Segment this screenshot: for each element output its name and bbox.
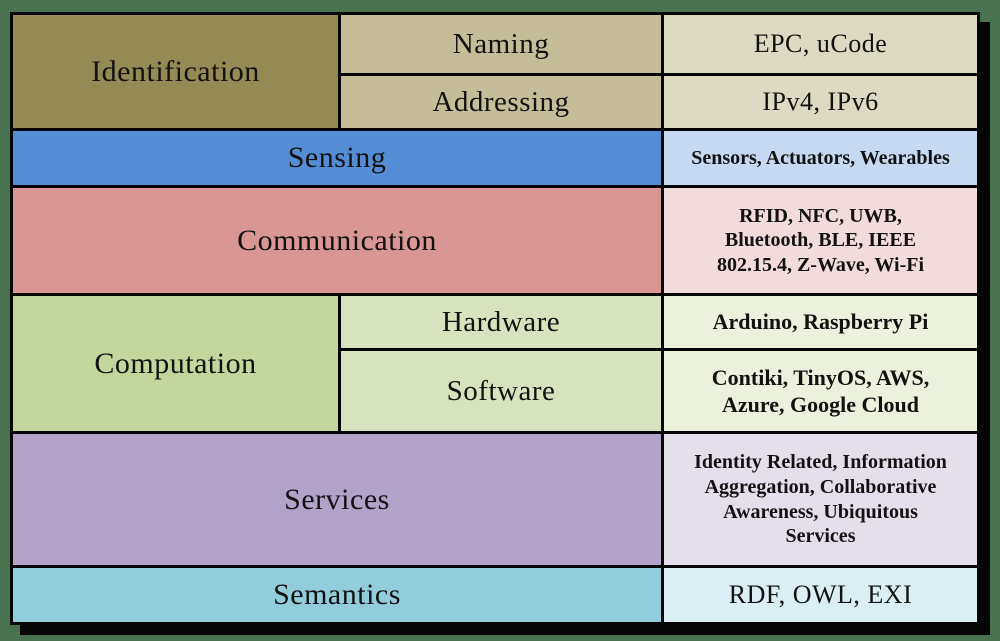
layer-services: Services	[13, 434, 661, 565]
hardware-examples: Arduino, Raspberry Pi	[664, 296, 977, 348]
software-examples: Contiki, TinyOS, AWS, Azure, Google Clou…	[664, 351, 977, 431]
addressing-examples: IPv4, IPv6	[664, 76, 977, 128]
sublayer-addressing: Addressing	[341, 76, 661, 128]
services-examples: Identity Related, Information Aggregatio…	[664, 434, 977, 565]
layers-table: Identification Naming EPC, uCode Address…	[10, 12, 980, 625]
layer-communication: Communication	[13, 188, 661, 293]
layer-identification: Identification	[13, 15, 338, 128]
layer-semantics: Semantics	[13, 568, 661, 622]
semantics-examples: RDF, OWL, EXI	[664, 568, 977, 622]
communication-examples: RFID, NFC, UWB, Bluetooth, BLE, IEEE 802…	[664, 188, 977, 293]
sublayer-naming: Naming	[341, 15, 661, 73]
sensing-examples: Sensors, Actuators, Wearables	[664, 131, 977, 185]
layer-computation: Computation	[13, 296, 338, 431]
naming-examples: EPC, uCode	[664, 15, 977, 73]
sublayer-hardware: Hardware	[341, 296, 661, 348]
layer-sensing: Sensing	[13, 131, 661, 185]
sublayer-software: Software	[341, 351, 661, 431]
